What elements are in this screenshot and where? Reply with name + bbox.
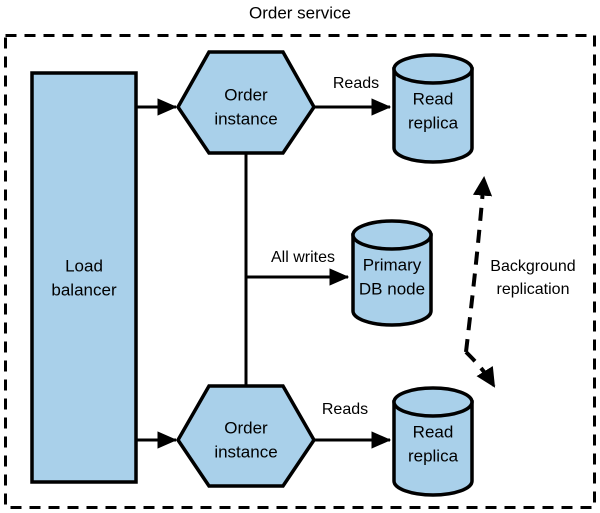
- node-order-instance-top-label-line1: Order: [224, 85, 268, 104]
- order-service-boundary: [4, 34, 596, 509]
- node-load-balancer-label-line1: Load: [65, 256, 103, 275]
- edge-label-reads-top: Reads: [333, 75, 379, 92]
- node-order-instance-bottom-label-line2: instance: [214, 442, 277, 461]
- node-read-replica-top[interactable]: Read replica: [392, 53, 474, 164]
- node-read-replica-top-label-line1: Read: [413, 89, 454, 108]
- edge-label-reads-bottom: Reads: [322, 401, 368, 418]
- node-primary-db-node-label-line2: DB node: [359, 279, 425, 298]
- node-load-balancer[interactable]: Load balancer: [30, 71, 138, 484]
- node-order-instance-top-label-line2: instance: [214, 109, 277, 128]
- node-primary-db-node[interactable]: Primary DB node: [351, 219, 433, 327]
- node-order-instance-top[interactable]: Order instance: [175, 50, 317, 155]
- page-title: Order service: [249, 3, 351, 22]
- edge-replication-to-bottom-replica: [464, 350, 496, 388]
- node-read-replica-bottom-label-line2: replica: [408, 446, 459, 465]
- node-primary-db-node-label-line1: Primary: [363, 255, 422, 274]
- edge-label-background-replication-line1: Background: [490, 258, 575, 275]
- edge-label-background-replication-line2: replication: [497, 281, 570, 298]
- node-order-instance-bottom[interactable]: Order instance: [175, 384, 317, 488]
- edge-label-all-writes: All writes: [271, 249, 335, 266]
- node-order-instance-bottom-label-line1: Order: [224, 418, 268, 437]
- node-load-balancer-label-line2: balancer: [51, 280, 117, 299]
- node-read-replica-bottom-label-line1: Read: [413, 422, 454, 441]
- node-read-replica-top-label-line2: replica: [408, 113, 459, 132]
- node-read-replica-bottom[interactable]: Read replica: [392, 386, 474, 497]
- edge-replication-to-top-replica: [464, 176, 493, 353]
